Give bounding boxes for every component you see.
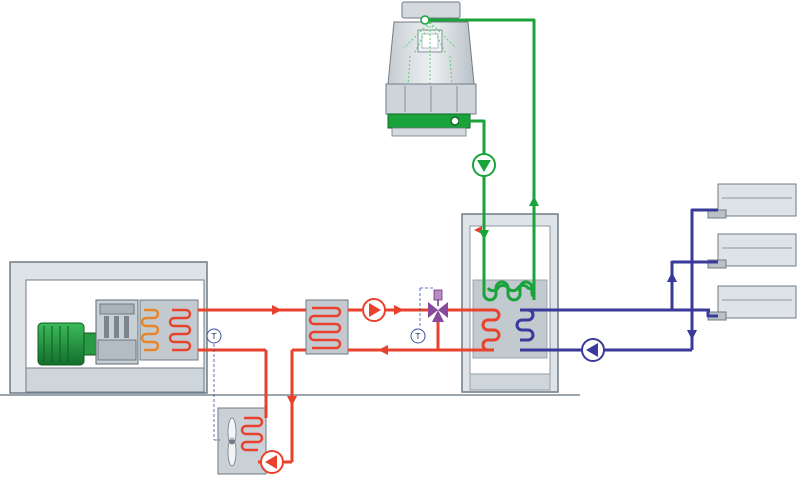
chilled-water-pump — [581, 338, 605, 362]
hot-loop-arrows — [272, 305, 404, 406]
cooling-tower — [385, 1, 477, 137]
fan-coil-unit-top — [707, 183, 797, 219]
hot-loop-pump-main — [362, 298, 386, 322]
generator-motor — [37, 322, 97, 366]
dry-cooler-pump — [260, 450, 284, 474]
sensor-engine-outlet: T — [206, 328, 222, 344]
chilled-water-loop — [515, 208, 718, 352]
fan-coil-units — [707, 183, 797, 321]
three-way-mixing-valve — [428, 289, 448, 322]
engine-heat-exchanger — [139, 299, 199, 361]
dry-cooler — [217, 407, 267, 475]
sensor-engine-outlet-label: T — [211, 332, 217, 341]
sensor-lines — [213, 287, 434, 441]
chilled-loop-arrows — [667, 272, 697, 340]
sensor-mixing-valve-label: T — [415, 332, 421, 341]
sensor-mixing-valve: T — [410, 328, 426, 344]
plate-heat-exchanger — [305, 299, 349, 355]
fan-coil-unit-bottom — [707, 285, 797, 321]
cooling-loop-arrows — [479, 196, 539, 240]
combustion-engine — [95, 299, 139, 365]
fan-coil-unit-middle — [707, 233, 797, 269]
cooling-tower-pump — [472, 153, 496, 177]
absorption-chiller — [461, 213, 559, 393]
